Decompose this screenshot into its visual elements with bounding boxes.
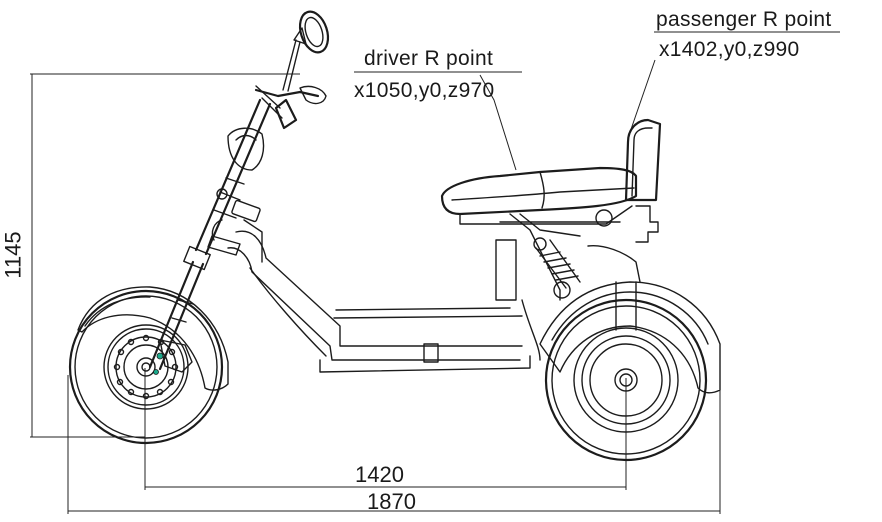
dimension-height-line bbox=[30, 73, 300, 438]
driver-r-point-title: driver R point bbox=[364, 47, 494, 70]
dimension-wheelbase-label: 1420 bbox=[355, 462, 404, 487]
passenger-leader-line bbox=[627, 31, 840, 139]
passenger-r-point-coords: x1402,y0,z990 bbox=[659, 38, 800, 61]
dimension-length-line bbox=[67, 375, 721, 514]
passenger-r-point-title: passenger R point bbox=[656, 8, 832, 31]
rear-fender bbox=[539, 245, 721, 394]
dimension-length-label: 1870 bbox=[367, 489, 416, 514]
headlight bbox=[227, 127, 265, 171]
rear-wheel bbox=[544, 298, 708, 462]
front-fork bbox=[148, 98, 272, 371]
seat bbox=[440, 166, 638, 227]
backrest bbox=[624, 118, 662, 243]
handlebar bbox=[254, 39, 327, 130]
driver-leader-line bbox=[354, 71, 522, 171]
rear-shock bbox=[533, 237, 581, 299]
front-fender bbox=[77, 286, 229, 391]
driver-r-point-coords: x1050,y0,z970 bbox=[354, 79, 495, 102]
mirror bbox=[293, 10, 330, 54]
dimension-height-label: 1145 bbox=[0, 231, 26, 279]
